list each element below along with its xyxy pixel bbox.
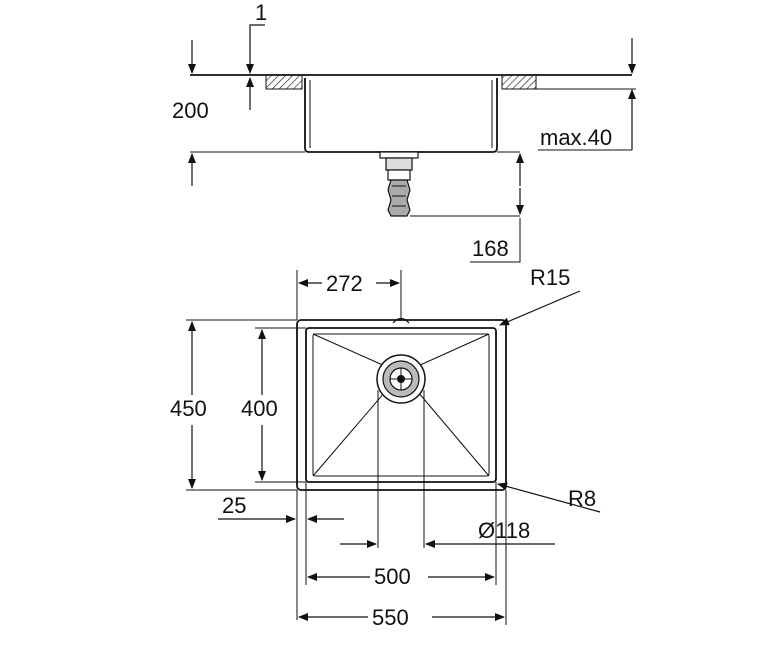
outer-rim [296,319,507,491]
inner-width-label: 500 [374,564,411,589]
bowl-profile [304,78,498,153]
lip-thickness-label: 1 [255,0,267,25]
corner-radius-inner-label: R8 [568,486,596,511]
slope-line-bl [312,391,386,477]
slope-line-br [417,391,490,477]
counter-hatch-left [265,74,303,90]
r15-leader [499,290,581,326]
inner-depth-label: 400 [241,396,278,421]
slope-line-tr [417,333,490,367]
rim-width-label: 25 [222,493,246,518]
waste-height-label: 168 [472,236,509,261]
max-counter-thickness-label: max.40 [540,125,612,150]
inner-bowl-shadow [312,333,490,477]
slope-line-tl [312,333,386,367]
r8-leader [497,482,601,513]
dim-1-leader [246,24,265,74]
drain-diameter-label: Ø118 [478,518,530,543]
bowl-depth-label: 200 [172,98,209,123]
waste-fitting [379,151,419,217]
side-view: 200 1 max.40 168 [172,0,636,263]
corner-radius-outer-label: R15 [530,265,570,290]
outer-depth-label: 450 [170,396,207,421]
top-view: 272 R15 450 400 25 R8 Ø118 [170,265,601,630]
dim-168-leader [470,218,521,263]
inner-bowl [305,327,497,483]
counter-hatch-right [501,74,537,90]
drain-offset-label: 272 [326,271,363,296]
outer-width-label: 550 [372,605,409,630]
drain [376,354,426,404]
